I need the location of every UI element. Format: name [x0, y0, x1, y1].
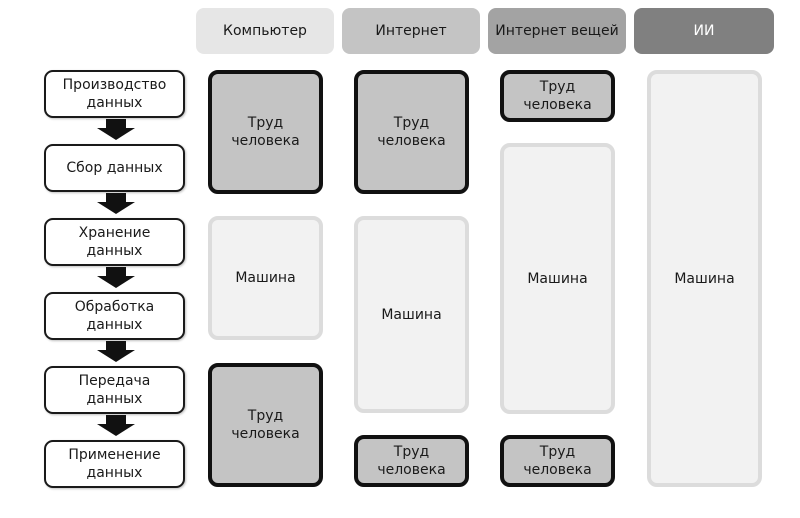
header-computer-label: Компьютер [223, 23, 307, 39]
computer-human-bottom: Труд человека [208, 363, 323, 487]
stage-application: Применение данных [44, 440, 185, 488]
stage-processing: Обработка данных [44, 292, 185, 340]
block-label: Труд человека [377, 444, 446, 478]
header-internet: Интернет [342, 8, 480, 54]
stage-transfer-label: Передача данных [78, 373, 151, 407]
block-label: Труд человека [523, 444, 592, 478]
header-ai: ИИ [634, 8, 774, 54]
stage-storage-label: Хранение данных [78, 225, 151, 259]
block-label: Машина [381, 306, 442, 323]
iot-human-top: Труд человека [500, 70, 615, 122]
internet-human-top: Труд человека [354, 70, 469, 194]
computer-machine: Машина [208, 216, 323, 340]
computer-human-top: Труд человека [208, 70, 323, 194]
header-iot-label: Интернет вещей [495, 23, 619, 39]
iot-human-bottom: Труд человека [500, 435, 615, 487]
block-label: Труд человека [523, 79, 592, 113]
internet-human-bottom: Труд человека [354, 435, 469, 487]
stage-storage: Хранение данных [44, 218, 185, 266]
header-internet-label: Интернет [375, 23, 447, 39]
header-ai-label: ИИ [693, 23, 715, 39]
block-label: Машина [235, 270, 296, 286]
block-label: Машина [527, 270, 588, 287]
stage-transfer: Передача данных [44, 366, 185, 414]
block-label: Машина [674, 270, 735, 287]
stage-production: Производство данных [44, 70, 185, 118]
ai-machine: Машина [647, 70, 762, 487]
block-label: Труд человека [231, 408, 300, 442]
block-label: Труд человека [231, 115, 300, 149]
stage-application-label: Применение данных [68, 447, 161, 481]
iot-machine: Машина [500, 143, 615, 414]
internet-machine: Машина [354, 216, 469, 413]
stage-collection: Сбор данных [44, 144, 185, 192]
stage-processing-label: Обработка данных [74, 299, 155, 333]
stage-collection-label: Сбор данных [66, 160, 163, 176]
header-iot: Интернет вещей [488, 8, 626, 54]
stage-production-label: Производство данных [62, 77, 167, 111]
header-computer: Компьютер [196, 8, 334, 54]
block-label: Труд человека [377, 115, 446, 149]
